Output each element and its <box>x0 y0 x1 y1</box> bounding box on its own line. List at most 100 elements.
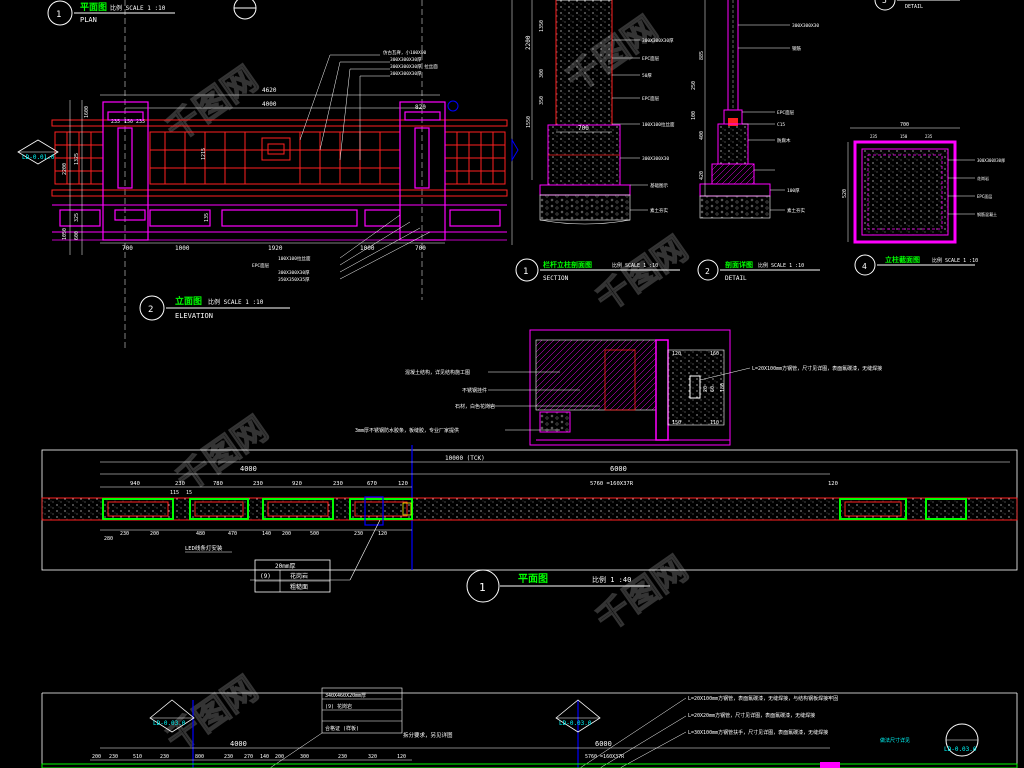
legend-code: (9) <box>260 573 271 580</box>
elev-bottom-note: 300X300X30厚 <box>278 270 310 276</box>
bottom-seg-dim: 270 <box>244 754 253 760</box>
detail-b-dim: 700 <box>900 122 909 128</box>
detail-b-note: 钢筋混凝土 <box>977 211 997 217</box>
plan-scale: 比例 SCALE 1 :10 <box>110 4 166 12</box>
plan-sub-dim: 140 <box>262 531 271 537</box>
wall-dim: 150 <box>672 420 681 426</box>
elev-scale: 比例 SCALE 1 :10 <box>208 298 264 306</box>
wall-dim: 120 <box>672 351 681 357</box>
plan-seg-dim: 230 <box>175 481 185 487</box>
detail-b-title: 立柱截面图 <box>885 255 920 264</box>
plan-seg-dim: 670 <box>367 481 377 487</box>
bottom-seg-dim: 510 <box>133 754 142 760</box>
elev-note: 300X300X30厚 拉丝面 <box>390 63 438 70</box>
bottom-tag: LD-0.03.0 <box>944 746 977 753</box>
long-plan-scale: 比例 1 :40 <box>592 575 631 584</box>
long-plan-drawing: 10000 (TCK) 4000 6000 940 230 780 230 92… <box>41 445 1018 603</box>
detail-b-note: 花岗岩 <box>977 175 989 181</box>
detail-a-note: C15 <box>777 122 785 128</box>
elev-bottom-dim: 700 <box>122 245 133 252</box>
section-dim: 350 <box>539 96 545 105</box>
bottom-strip-drawing: LD-0.03.0 LD-0.03.0 LD-0.03.0 340X460X20… <box>41 687 1018 768</box>
detail-a-note: 素土夯实 <box>787 207 805 214</box>
legend-head: 20mm厚 <box>275 563 295 570</box>
section-tag: LD-0.01.0 <box>22 154 55 161</box>
section-dim: 1350 <box>539 20 545 32</box>
plan-seg-dim: 230 <box>333 481 343 487</box>
detail-b-dim: 150 <box>900 134 908 139</box>
detail-a-note: EPC面层 <box>777 110 795 116</box>
plan-left-span: 4000 <box>240 465 257 473</box>
elevation-drawing: 4620 4000 820 235 150 235 <box>17 0 508 350</box>
elev-small-dim: 135 <box>204 213 210 222</box>
section-note: EPC面层 <box>642 96 660 102</box>
elev-dim-4000: 4000 <box>262 101 277 108</box>
plan-extra-dim: 15 <box>186 490 192 496</box>
wall-dim: 160 <box>710 351 719 357</box>
bottom-seg-dim: 800 <box>195 754 204 760</box>
top-ref-number: 5 <box>882 0 887 5</box>
wall-note: 不锈钢挂件 <box>462 387 487 394</box>
plan-total-dim: 10000 (TCK) <box>445 455 485 462</box>
watermark: 千图网 <box>589 549 695 640</box>
plan-sub-dim: 500 <box>310 531 319 537</box>
plan-number: 1 <box>56 10 61 20</box>
wall-dim: 20 <box>703 386 709 392</box>
bottom-right-label: 做法尺寸详见 <box>880 737 910 744</box>
elev-bottom-dim: 1920 <box>268 245 283 252</box>
detail-b-number: 4 <box>862 262 867 271</box>
detail-a-note: 300X300X30 <box>792 23 819 29</box>
detail-a-note: 100厚 <box>787 188 800 194</box>
plan-seg-dim: 920 <box>292 481 302 487</box>
elev-left-dim: 325 <box>74 213 80 222</box>
detail-a-dim: 400 <box>699 131 705 140</box>
section-title-en: SECTION <box>543 275 569 282</box>
elev-bottom-dim: 1000 <box>175 245 190 252</box>
elev-left-dim: 600 <box>74 231 80 240</box>
detail-b-note: EPC面层 <box>977 193 992 199</box>
detail-a-dim: 420 <box>699 171 705 180</box>
plan-sub-dim: 230 <box>120 531 129 537</box>
elev-left-dim: 2200 <box>62 163 68 175</box>
plan-legend: 20mm厚 (9) 花岗岩 粗糙面 <box>254 559 331 593</box>
legend-material: 粗糙面 <box>290 583 308 591</box>
plan-title-block: 1 平面图 PLAN 比例 SCALE 1 :10 <box>47 0 257 26</box>
detail-a-number: 2 <box>705 267 710 276</box>
section-dim: 700 <box>578 125 589 132</box>
section-note: 100X100拉丝面 <box>642 121 675 128</box>
elev-mid-dim: 1215 <box>201 148 207 160</box>
detail-a-title: 剖面详图 <box>725 260 753 269</box>
detail-a-drawing: 885 400 420 250 100 300X300X30 钢筋 EPC面层 … <box>691 0 820 282</box>
top-ref-title-en: DETAIL <box>905 4 923 10</box>
bottom-legend: 合格证 (样板) <box>325 725 359 732</box>
section-note: 素土夯实 <box>650 207 668 214</box>
detail-a-dim: 250 <box>691 81 697 90</box>
detail-a-note: 防腐木 <box>777 137 791 144</box>
wall-note: 3mm厚不锈钢防水胶条，板缝胶，专业厂家提供 <box>355 427 459 434</box>
bottom-seg-dim: 230 <box>338 754 347 760</box>
plan-right-span: 6000 <box>610 465 627 473</box>
plan-sub-dim: 120 <box>378 531 387 537</box>
wall-dim: 180 <box>720 383 726 392</box>
plan-seg-dim: 940 <box>130 481 140 487</box>
elev-title: 立面图 <box>175 295 202 307</box>
watermark: 千图网 <box>159 59 265 150</box>
detail-b-scale: 比例 SCALE 1 :10 <box>932 257 978 264</box>
section-scale: 比例 SCALE 1 :10 <box>612 262 658 269</box>
section-note: 300X300X30厚 <box>642 38 674 44</box>
wall-detail-drawing: 120 160 150 110 20 60 180 混凝土结构，详见结构施工图 … <box>355 329 882 446</box>
detail-a-dim: 100 <box>691 111 697 120</box>
elev-bottom-note: EPC面层 <box>252 263 270 269</box>
detail-b-dim: 520 <box>842 189 848 198</box>
bottom-right-note: L=20X20mm方钢管，尺寸见详图，表面氟碳漆，无缝焊接 <box>688 712 815 719</box>
bottom-seg-dim: 120 <box>397 754 406 760</box>
plan-sub-dim: 200 <box>150 531 159 537</box>
plan-sub-dim: 230 <box>354 531 363 537</box>
bottom-tag: LD-0.03.0 <box>153 720 186 727</box>
bottom-tag-2: LD-0.03.0 <box>555 699 601 733</box>
plan-seg-dim: 120 <box>828 481 838 487</box>
detail-a-title-en: DETAIL <box>725 275 747 282</box>
wall-note: 混凝土结构，详见结构施工图 <box>405 369 470 376</box>
elev-number: 2 <box>148 305 153 315</box>
detail-b-dim: 235 <box>925 134 933 139</box>
